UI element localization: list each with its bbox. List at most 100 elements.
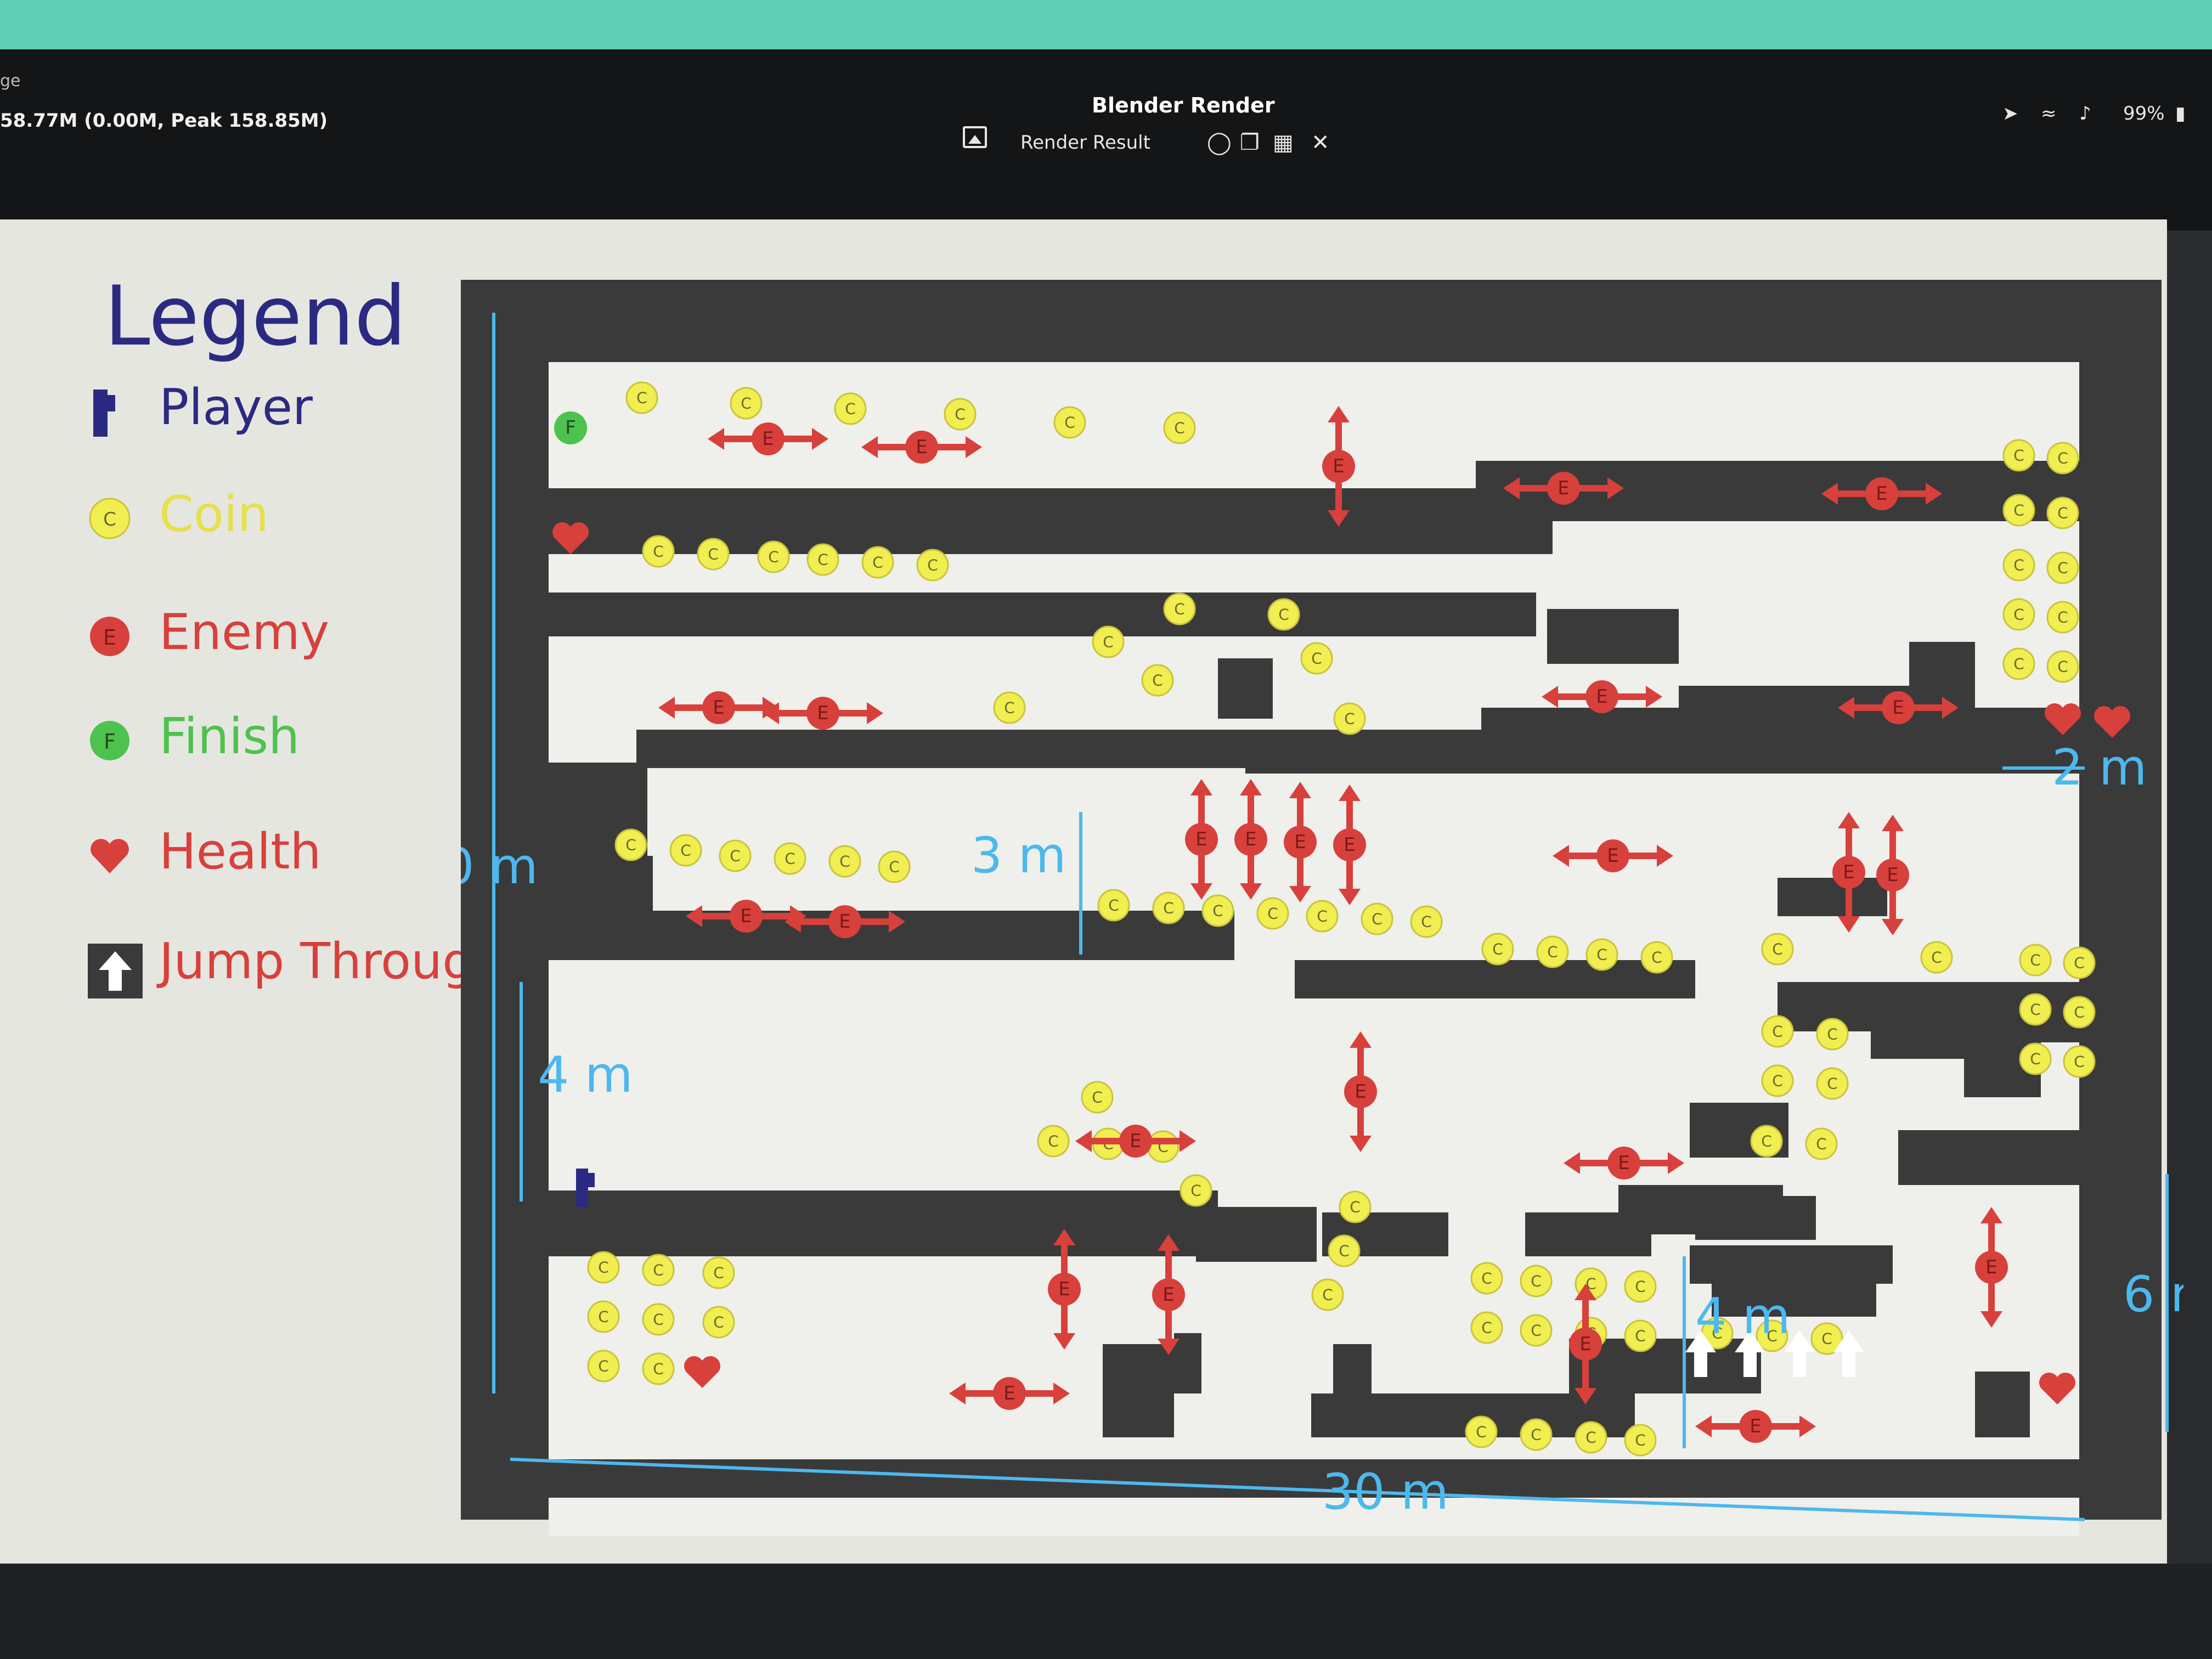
coin-icon: C bbox=[1805, 1127, 1838, 1160]
enemy-arrow bbox=[785, 911, 801, 933]
coin-icon: C bbox=[1756, 1319, 1788, 1352]
enemy-circle bbox=[1119, 1125, 1152, 1158]
coin-circle bbox=[1920, 941, 1953, 974]
coin-label: C bbox=[1372, 910, 1383, 928]
enemy-icon: E bbox=[1876, 815, 1909, 935]
coin-circle bbox=[1520, 1418, 1553, 1451]
image-name-field[interactable]: Render Result bbox=[1020, 132, 1150, 154]
enemy-arrow bbox=[1646, 686, 1662, 708]
enemy-circle bbox=[1234, 823, 1267, 856]
coin-icon: C bbox=[587, 1300, 620, 1333]
coin-icon: C bbox=[1470, 1262, 1503, 1295]
coin-label: C bbox=[2013, 655, 2024, 673]
coin-icon: C bbox=[642, 1352, 675, 1385]
legend-item-jump-through: Jump Through bbox=[66, 933, 505, 998]
coin-circle bbox=[993, 691, 1026, 724]
finish-icon: F bbox=[554, 411, 587, 444]
coin-label: C bbox=[2030, 1001, 2041, 1019]
enemy-circle bbox=[1975, 1251, 2008, 1284]
send-icon: ➤ bbox=[2002, 103, 2018, 125]
legend-label: Player bbox=[159, 379, 313, 436]
coin-circle bbox=[1585, 938, 1618, 971]
coin-circle bbox=[642, 1303, 675, 1336]
enemy-circle bbox=[1865, 477, 1898, 510]
enemy-icon: E bbox=[708, 422, 828, 455]
coin-label: C bbox=[1772, 1072, 1783, 1090]
coin-label: C bbox=[955, 405, 966, 424]
map-wall bbox=[1295, 960, 1695, 998]
enemy-arrow bbox=[1053, 1383, 1070, 1404]
duplicate-icon[interactable]: ❐ bbox=[1240, 130, 1260, 155]
coin-label: C bbox=[2030, 1050, 2041, 1068]
coin-circle bbox=[2046, 442, 2079, 475]
enemy-icon: E bbox=[949, 1377, 1070, 1410]
enemy-icon: E bbox=[1564, 1147, 1684, 1180]
coin-icon: C bbox=[1163, 592, 1196, 625]
enemy-arrow bbox=[1328, 510, 1350, 527]
enemy-circle bbox=[806, 697, 839, 730]
enemy-arrow bbox=[1075, 1130, 1092, 1152]
coin-label: C bbox=[1103, 633, 1114, 651]
coin-label: C bbox=[598, 1259, 609, 1277]
coin-circle bbox=[697, 538, 730, 571]
enemy-circle bbox=[1739, 1410, 1772, 1443]
coin-circle bbox=[1328, 1234, 1361, 1267]
coin-icon: C bbox=[1097, 889, 1130, 922]
map-wall bbox=[1174, 1333, 1201, 1393]
coin-label: C bbox=[636, 389, 647, 407]
coin-circle bbox=[2046, 650, 2079, 683]
enemy-label: E bbox=[740, 905, 752, 927]
coin-icon: C bbox=[1575, 1421, 1607, 1454]
coin-label: C bbox=[2074, 1053, 2085, 1071]
enemy-circle bbox=[752, 422, 785, 455]
coin-circle bbox=[1410, 905, 1443, 938]
enemy-icon: E bbox=[1503, 472, 1624, 505]
enemy-circle bbox=[1344, 1075, 1377, 1108]
coin-label: C bbox=[1772, 1023, 1783, 1041]
enemy-label: E bbox=[1876, 483, 1887, 505]
coin-icon: C bbox=[757, 540, 790, 573]
coin-icon: C bbox=[587, 1350, 620, 1383]
shield-icon[interactable]: ◯ bbox=[1207, 130, 1232, 155]
coin-icon: C bbox=[730, 387, 763, 420]
enemy-arrow bbox=[1564, 1152, 1580, 1174]
coin-label: C bbox=[1311, 650, 1322, 668]
coin-label: C bbox=[845, 400, 856, 418]
coin-icon: C bbox=[1141, 664, 1174, 697]
coin-label: C bbox=[713, 1264, 724, 1282]
coin-label: C bbox=[1531, 1272, 1542, 1290]
coin-label: C bbox=[653, 1261, 664, 1279]
enemy-label: E bbox=[916, 436, 927, 458]
coin-circle bbox=[669, 834, 702, 867]
coin-circle bbox=[1816, 1067, 1849, 1100]
enemy-circle bbox=[1322, 450, 1355, 483]
coin-circle bbox=[1333, 702, 1366, 735]
map-wall bbox=[1245, 730, 1536, 774]
enemy-icon: E bbox=[1821, 477, 1942, 510]
enemy-icon: E bbox=[1344, 1031, 1377, 1152]
coin-icon: C bbox=[2019, 993, 2052, 1026]
svg-text:C: C bbox=[103, 509, 116, 531]
finish-circle bbox=[554, 411, 587, 444]
memory-status: 58.77M (0.00M, Peak 158.85M) bbox=[0, 110, 328, 132]
coin-circle bbox=[1481, 933, 1514, 966]
close-icon[interactable]: ✕ bbox=[1311, 130, 1330, 155]
coin-circle bbox=[1180, 1174, 1212, 1207]
enemy-arrow bbox=[1695, 1415, 1712, 1437]
enemy-label: E bbox=[1333, 455, 1344, 477]
coin-label: C bbox=[1174, 419, 1185, 437]
image-icon[interactable] bbox=[963, 126, 987, 148]
legend-item-player: Player bbox=[66, 379, 505, 439]
coin-icon: C bbox=[1147, 1130, 1180, 1163]
coin-label: C bbox=[1174, 600, 1185, 618]
enemy-arrow bbox=[1053, 1333, 1075, 1350]
dimension-label: 3 m bbox=[971, 827, 1066, 884]
coin-label: C bbox=[653, 1311, 664, 1329]
coin-label: C bbox=[1344, 710, 1355, 728]
dimension-line bbox=[510, 1458, 2085, 1521]
coin-circle bbox=[1575, 1421, 1607, 1454]
coin-label: C bbox=[2074, 1003, 2085, 1022]
enemy-icon: E bbox=[763, 697, 883, 730]
coin-circle bbox=[1097, 889, 1130, 922]
folder-icon[interactable]: ▦ bbox=[1273, 130, 1294, 155]
